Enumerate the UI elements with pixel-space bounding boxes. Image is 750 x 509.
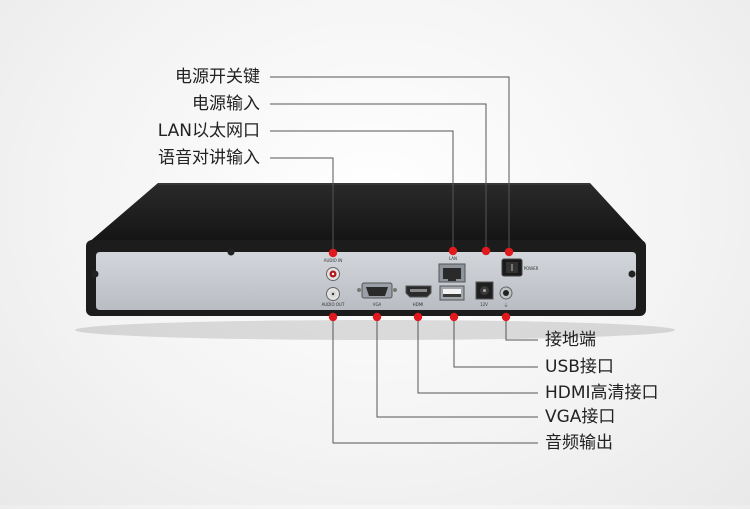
power-input-label: 12V: [480, 302, 488, 307]
usb-port: [439, 285, 465, 301]
vga-port: [357, 282, 397, 299]
rear-panel-plate: [96, 252, 636, 310]
hdmi-port: [405, 285, 432, 298]
audio-in-label: AUDIO IN: [324, 258, 343, 263]
chassis-top: [88, 183, 645, 243]
power-switch: [501, 258, 523, 277]
label-power-switch: 电源开关键: [175, 67, 260, 87]
label-vga-port: VGA接口: [545, 407, 616, 427]
power-switch-label: POWER: [524, 266, 539, 271]
screw: [628, 270, 636, 278]
hdmi-label: HDMI: [413, 302, 424, 307]
lan-label: LAN: [449, 256, 457, 261]
screw: [91, 270, 99, 278]
device-shadow: [75, 320, 675, 340]
power-input-port: [475, 281, 494, 300]
audio-out-label: AUDIO OUT: [322, 302, 345, 307]
audio-out-port: [326, 287, 340, 301]
ground-symbol: ⏚: [503, 302, 508, 309]
callout-markers: [328, 246, 514, 322]
audio-in-port: [326, 267, 340, 281]
label-ground: 接地端: [545, 330, 596, 350]
lan-port: [438, 263, 466, 283]
label-hdmi-port: HDMI高清接口: [545, 383, 659, 403]
label-audio-output: 音频输出: [545, 433, 613, 453]
label-audio-talk-input: 语音对讲输入: [158, 148, 260, 168]
label-lan-port: LAN以太网口: [157, 121, 260, 141]
label-power-input: 电源输入: [192, 94, 260, 114]
ground-terminal: [499, 286, 513, 300]
screw: [227, 248, 235, 256]
callout-lines: [270, 76, 538, 444]
label-usb-port: USB接口: [545, 357, 614, 377]
vga-label: VGA: [373, 302, 382, 307]
